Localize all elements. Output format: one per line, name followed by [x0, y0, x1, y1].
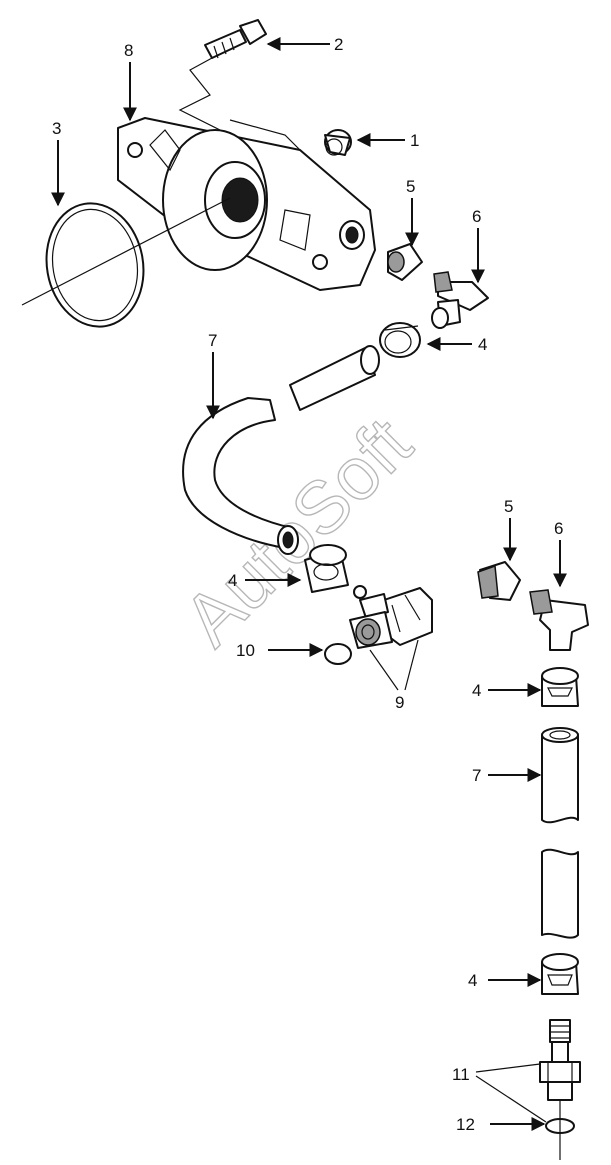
part-4-clamp-upper — [379, 322, 421, 358]
part-10-o-ring — [324, 643, 352, 665]
part-11-adapter — [539, 1019, 581, 1101]
callout-11: 11 — [452, 1065, 470, 1084]
callout-12: 12 — [456, 1115, 475, 1134]
part-12-washer — [545, 1100, 575, 1160]
callout-2: 2 — [334, 35, 343, 54]
callout-10: 10 — [236, 641, 255, 660]
callout-labels: 2 8 3 1 5 6 4 7 4 10 9 5 6 4 7 4 11 12 — [52, 35, 563, 1134]
callout-8: 8 — [124, 41, 133, 60]
part-2-bolt — [178, 19, 267, 131]
callout-5-upper: 5 — [406, 177, 415, 196]
callout-4-right-upper: 4 — [472, 681, 481, 700]
part-4-clamp-right-upper — [541, 667, 579, 707]
part-5-connector-upper — [387, 243, 423, 281]
leader-lines — [51, 37, 567, 1131]
part-9-union-fitting — [349, 585, 433, 649]
part-7-hose-right — [541, 727, 579, 939]
part-1-plug — [324, 129, 352, 156]
callout-6-upper: 6 — [472, 207, 481, 226]
part-6-elbow-upper — [431, 271, 489, 329]
part-6-elbow-right — [529, 589, 589, 651]
part-3-o-ring — [21, 197, 231, 328]
callout-9: 9 — [395, 693, 404, 712]
part-5-connector-right — [477, 561, 521, 601]
part-7-hose-upper — [182, 345, 380, 555]
callout-7-upper: 7 — [208, 331, 217, 350]
callout-3: 3 — [52, 119, 61, 138]
callout-1: 1 — [410, 131, 419, 150]
part-4-clamp-lower-left — [304, 544, 349, 593]
callout-6-right: 6 — [554, 519, 563, 538]
callout-4-upper: 4 — [478, 335, 487, 354]
callout-4-right-lower: 4 — [468, 971, 477, 990]
part-4-clamp-right-lower — [541, 953, 579, 995]
callout-7-right: 7 — [472, 766, 481, 785]
callout-4-left: 4 — [228, 571, 237, 590]
callout-5-right: 5 — [504, 497, 513, 516]
part-8-housing — [117, 117, 376, 291]
